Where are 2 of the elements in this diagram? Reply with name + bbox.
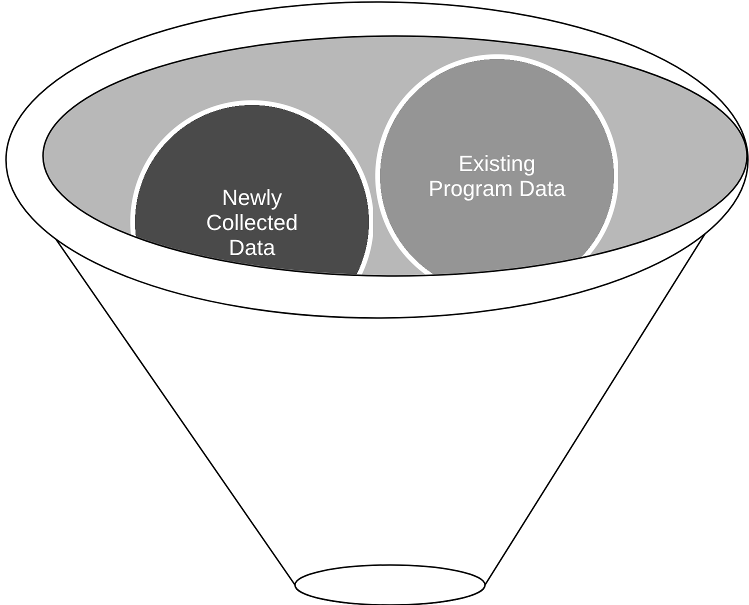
circle-label: Newly Collected Data xyxy=(205,184,299,260)
circle-label: Existing Program Data xyxy=(428,151,566,201)
